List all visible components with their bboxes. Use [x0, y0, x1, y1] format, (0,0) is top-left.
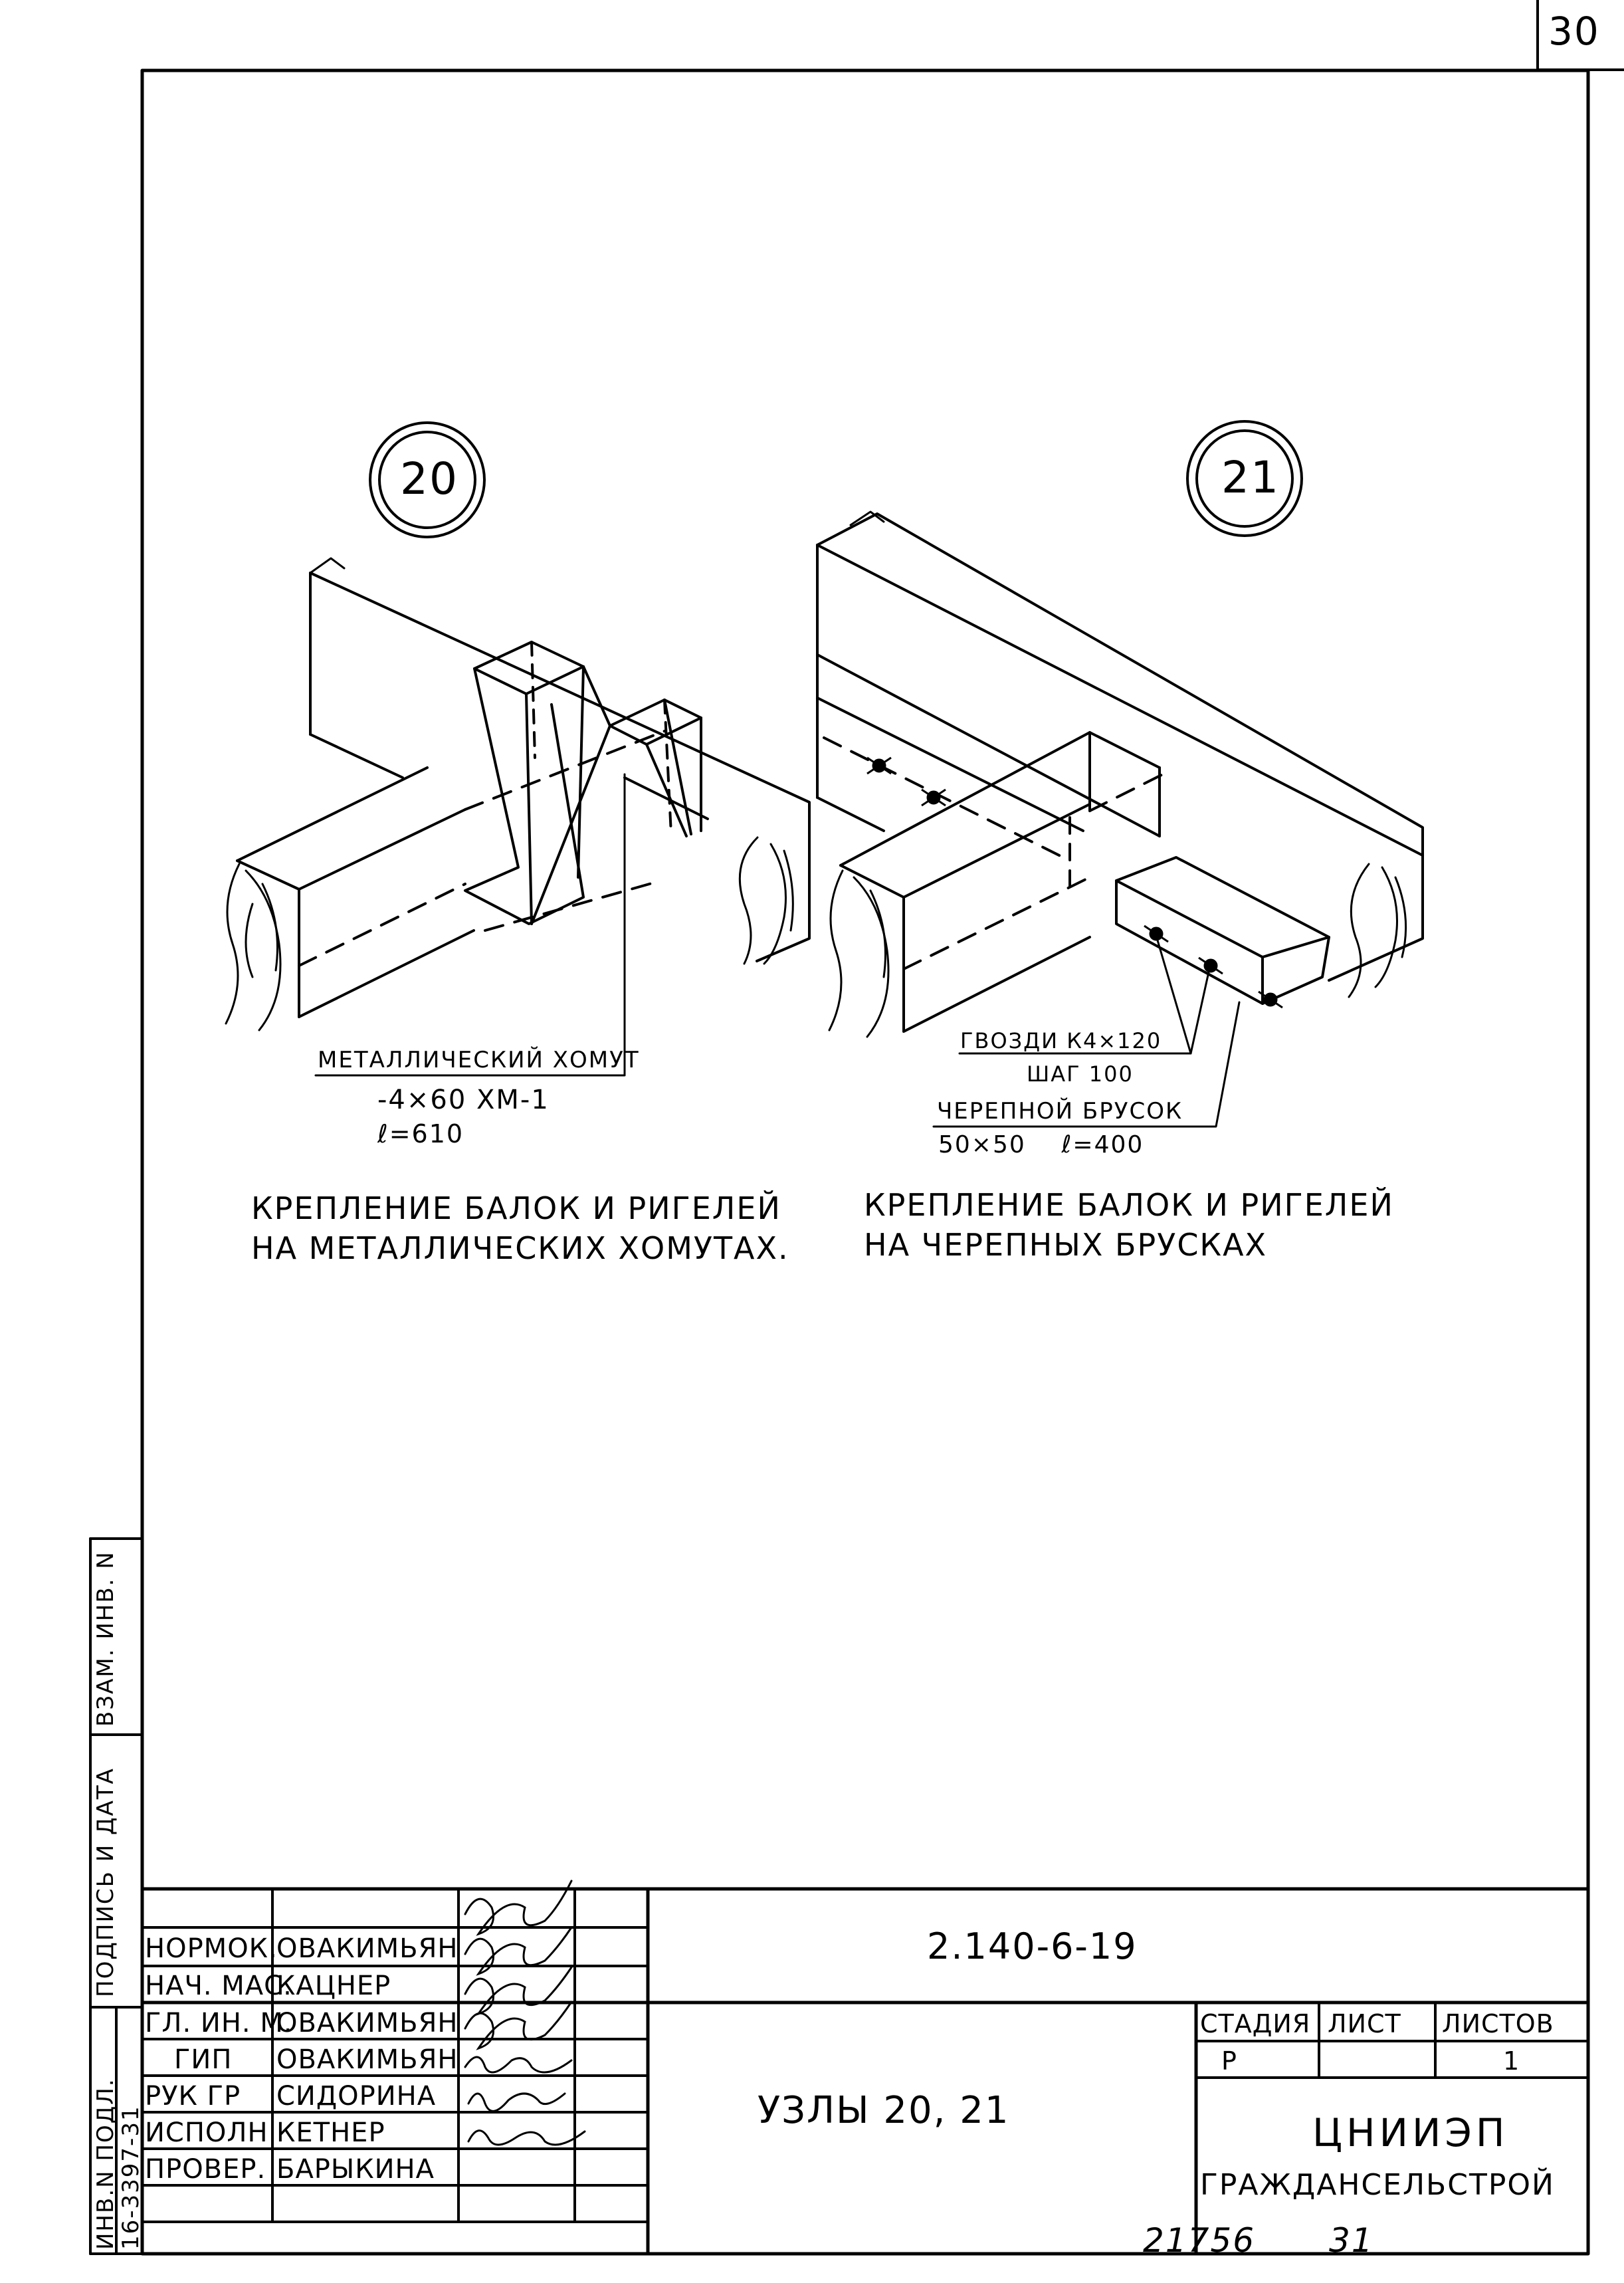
row-name: БАРЫКИНА — [276, 2154, 435, 2185]
detail-20-marker: 20 — [400, 453, 458, 504]
row-role: ИСПОЛН — [145, 2118, 268, 2148]
sheets-label: ЛИСТОВ — [1442, 2009, 1554, 2038]
page-number: 30 — [1548, 9, 1600, 54]
detail-20-caption-line1: КРЕПЛЕНИЕ БАЛОК И РИГЕЛЕЙ — [251, 1190, 781, 1226]
detail-21-bar-line1: ЧЕРЕПНОЙ БРУСОК — [937, 1098, 1183, 1125]
row-name: ОВАКИМЬЯН — [276, 2044, 458, 2075]
row-name: КЕТНЕР — [276, 2118, 385, 2148]
row-role: НАЧ. МАС. — [145, 1971, 292, 2001]
drawing-title: УЗЛЫ 20, 21 — [758, 2089, 1010, 2132]
detail-21-caption-line2: НА ЧЕРЕПНЫХ БРУСКАХ — [864, 1227, 1268, 1263]
bottom-note-sheet: 31 — [1329, 2221, 1374, 2260]
detail-21-caption-line1: КРЕПЛЕНИЕ БАЛОК И РИГЕЛЕЙ — [864, 1187, 1394, 1223]
row-name: ОВАКИМЬЯН — [276, 2008, 458, 2038]
detail-20-callout-line3: ℓ=610 — [377, 1119, 464, 1148]
detail-20-callout-line2: -4×60 ХМ-1 — [377, 1085, 550, 1115]
organization-line2: ГРАЖДАНСЕЛЬСТРОЙ — [1200, 2168, 1555, 2202]
row-role: ГИП — [174, 2044, 233, 2075]
row-role: НОРМОК. — [145, 1933, 278, 1964]
stage-label: СТАДИЯ — [1200, 2009, 1311, 2038]
detail-20-callout-line1: МЕТАЛЛИЧЕСКИЙ ХОМУТ — [318, 1047, 640, 1073]
detail-21-nails-line1: ГВОЗДИ К4×120 — [960, 1028, 1162, 1053]
row-role: ПРОВЕР. — [145, 2154, 266, 2185]
sheets-value: 1 — [1503, 2046, 1520, 2076]
stage-value: Р — [1221, 2046, 1237, 2076]
row-name: КАЦНЕР — [276, 1971, 391, 2001]
detail-21-marker: 21 — [1221, 452, 1280, 503]
row-name: СИДОРИНА — [276, 2081, 437, 2112]
bottom-note-number: 21756 — [1143, 2221, 1256, 2260]
sheet-label: ЛИСТ — [1328, 2009, 1401, 2038]
document-code: 2.140-6-19 — [927, 1925, 1138, 1967]
detail-21-bar-line2: 50×50 ℓ=400 — [938, 1131, 1144, 1158]
row-role: РУК ГР — [145, 2081, 241, 2112]
detail-20-caption-line2: НА МЕТАЛЛИЧЕСКИХ ХОМУТАХ. — [251, 1230, 789, 1266]
detail-21-nails-line2: ШАГ 100 — [1027, 1061, 1134, 1087]
row-role: ГЛ. ИН. М. — [145, 2008, 293, 2038]
row-name: ОВАКИМЬЯН — [276, 1933, 458, 1964]
organization-line1: ЦНИИЭП — [1312, 2110, 1509, 2155]
